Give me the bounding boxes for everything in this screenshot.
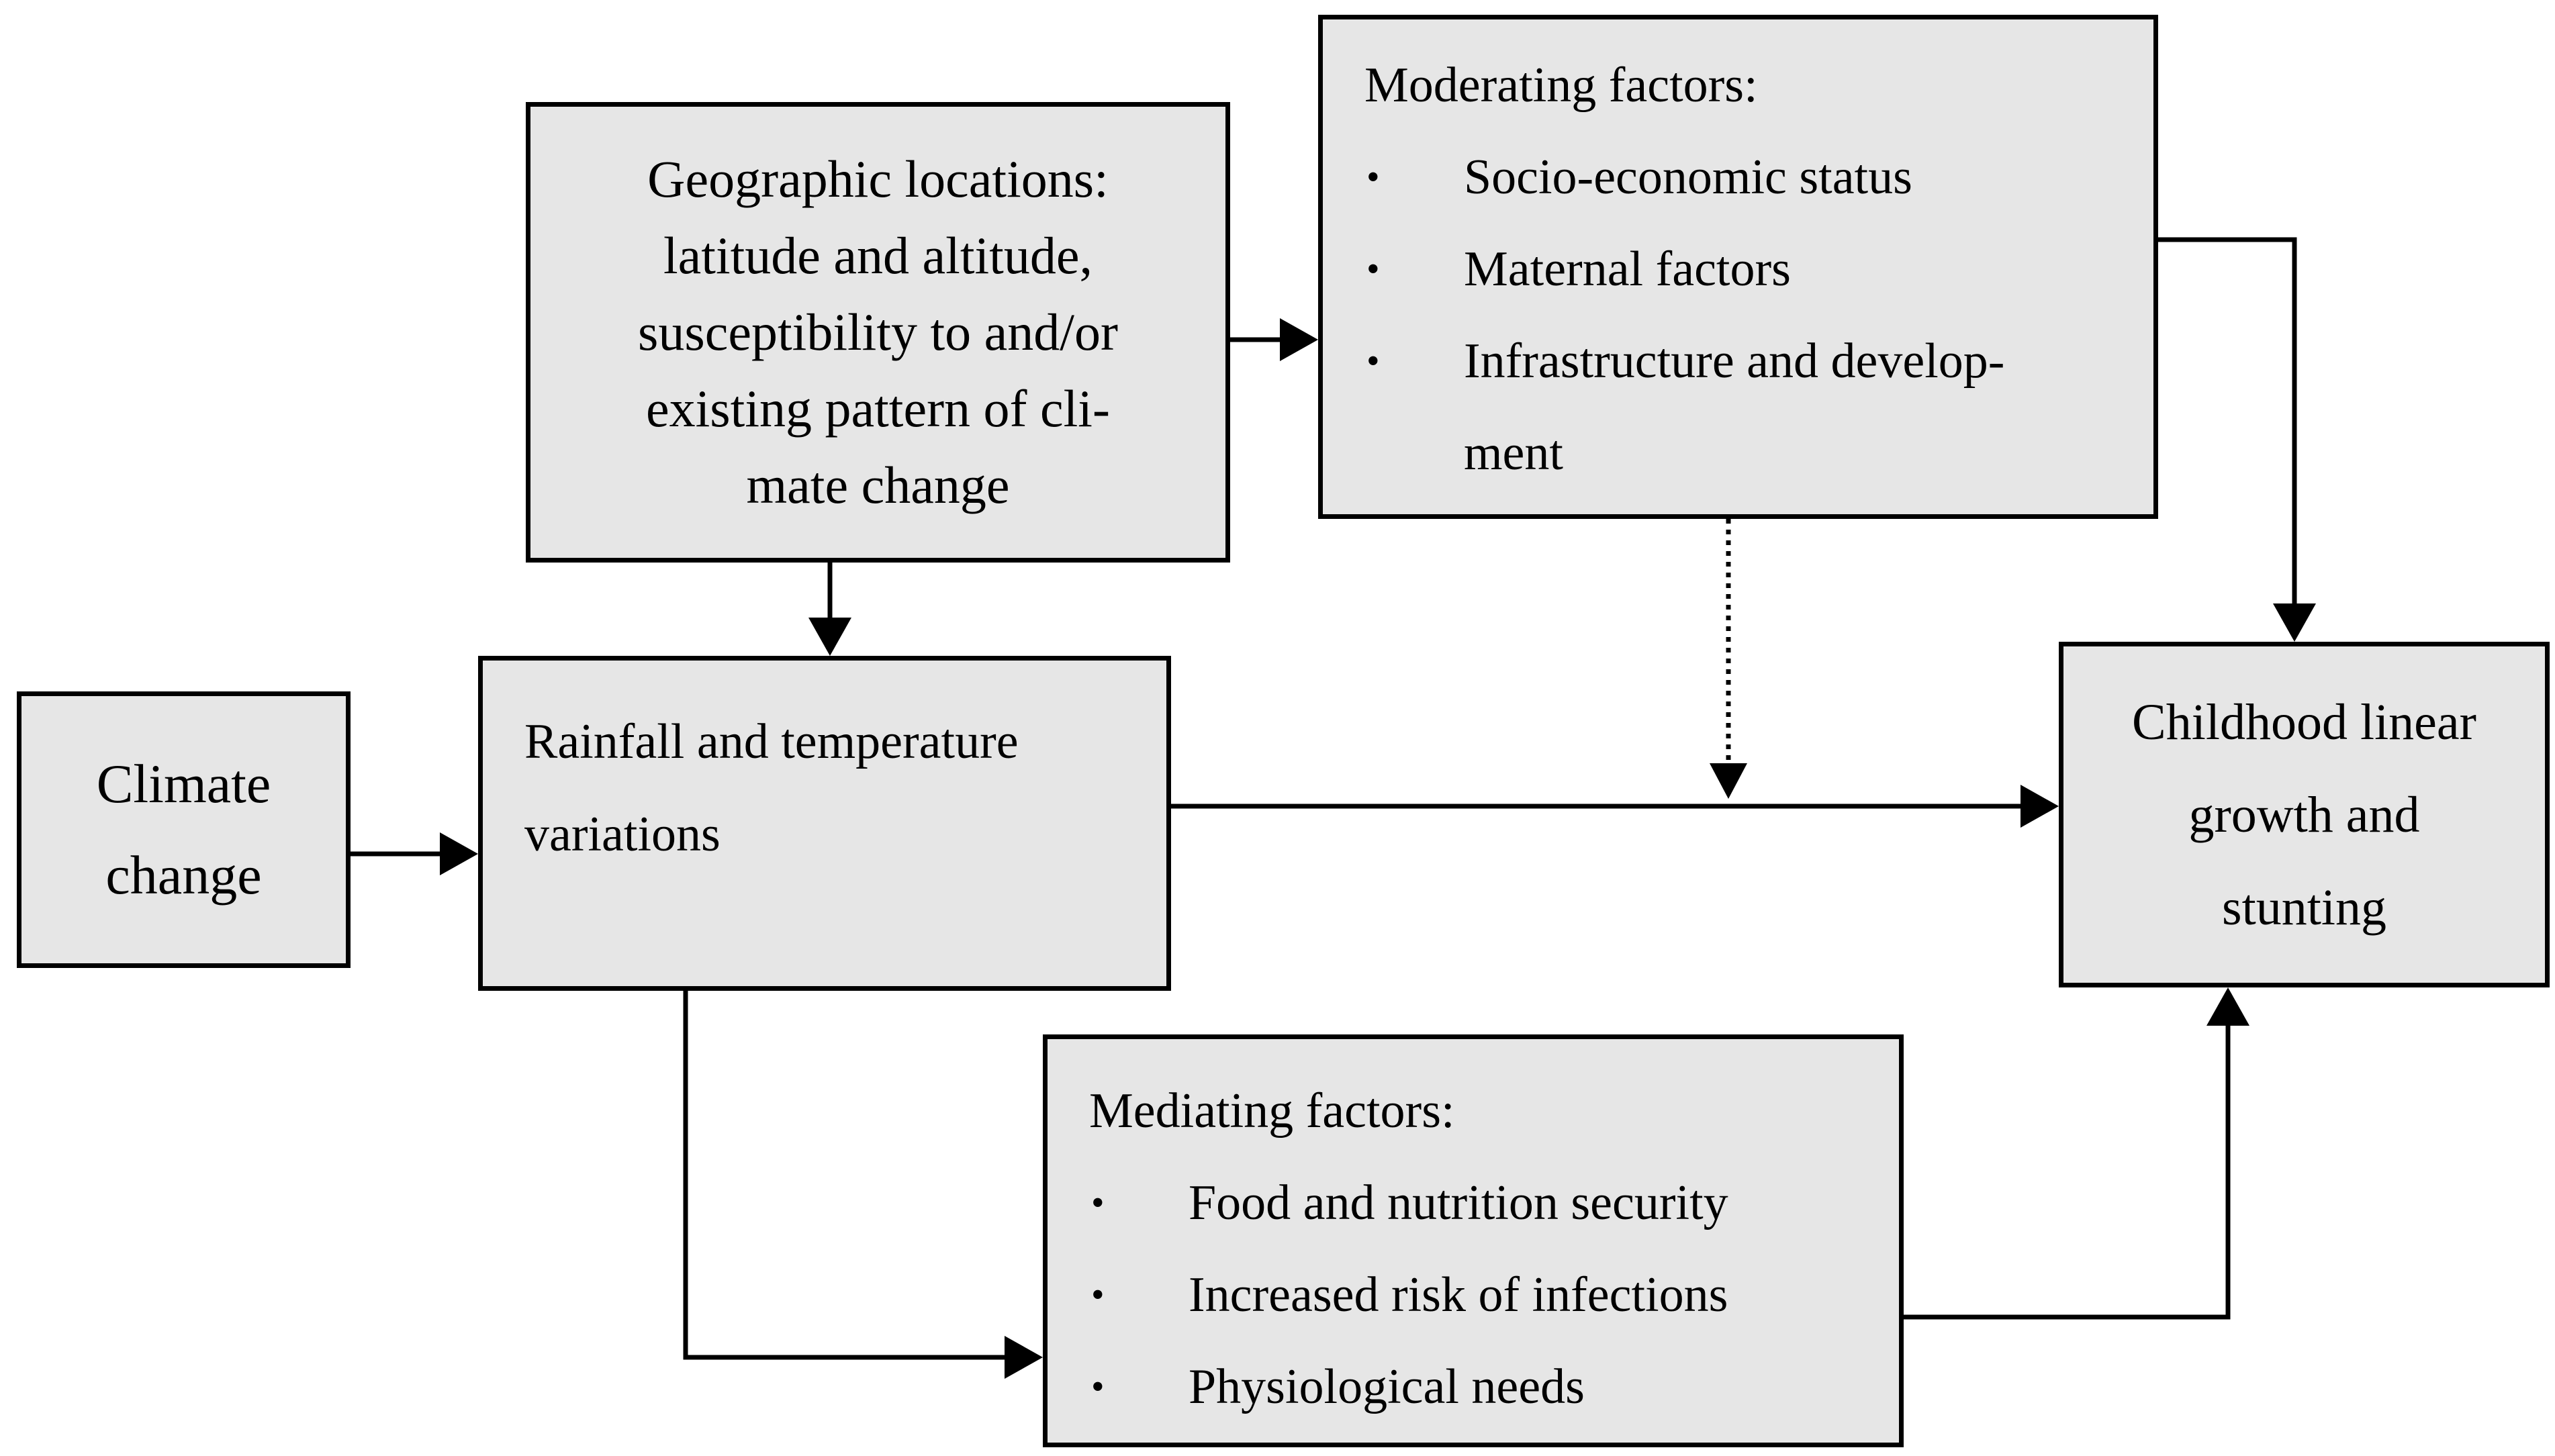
node-climate-change-label: Climate change xyxy=(96,753,271,906)
moderating-factors-title: Moderating factors: xyxy=(1364,58,1758,113)
edge-moderating-dotted xyxy=(1710,519,1747,799)
mediating-bullet-2: • xyxy=(1091,1274,1105,1316)
mediating-bullet-3: • xyxy=(1091,1366,1105,1408)
node-rainfall-temperature: Rainfall and temperature variations xyxy=(478,656,1171,991)
mediating-item-3: Physiological needs xyxy=(1189,1359,1585,1414)
node-childhood-growth-stunting-label: Childhood linear growth and stunting xyxy=(2132,693,2476,936)
moderating-item-3-continued: ment xyxy=(1464,426,1563,481)
node-geographic-locations-label: Geographic locations: latitude and altit… xyxy=(638,150,1118,514)
node-geographic-locations: Geographic locations: latitude and altit… xyxy=(526,102,1230,563)
mediating-item-1: Food and nutrition security xyxy=(1189,1175,1728,1230)
moderating-bullet-1: • xyxy=(1366,156,1380,198)
moderating-item-3: Infrastructure and develop- xyxy=(1464,334,2005,389)
edge-moderating-to-outcome xyxy=(2158,237,2316,642)
node-climate-change: Climate change xyxy=(17,691,351,968)
mediating-bullet-1: • xyxy=(1091,1182,1105,1224)
moderating-bullet-3: • xyxy=(1366,340,1380,382)
edge-climate-to-rainfall xyxy=(351,832,478,875)
moderating-item-1: Socio-economic status xyxy=(1464,150,1912,205)
node-moderating-factors: Moderating factors: • Socio-economic sta… xyxy=(1318,15,2158,519)
node-childhood-growth-stunting: Childhood linear growth and stunting xyxy=(2059,642,2550,987)
edge-geographic-to-moderating xyxy=(1230,318,1318,361)
moderating-item-2: Maternal factors xyxy=(1464,242,1791,297)
edge-mediating-to-outcome xyxy=(1904,987,2249,1320)
edge-rainfall-to-outcome xyxy=(1171,785,2059,828)
mediating-factors-title: Mediating factors: xyxy=(1089,1083,1455,1138)
node-rainfall-temperature-label: Rainfall and temperature variations xyxy=(524,714,1019,862)
mediating-item-2: Increased risk of infections xyxy=(1189,1267,1728,1322)
edge-geographic-to-rainfall xyxy=(808,563,851,656)
edge-rainfall-to-mediating xyxy=(683,991,1043,1379)
node-mediating-factors: Mediating factors: • Food and nutrition … xyxy=(1043,1034,1904,1447)
moderating-bullet-2: • xyxy=(1366,248,1380,290)
